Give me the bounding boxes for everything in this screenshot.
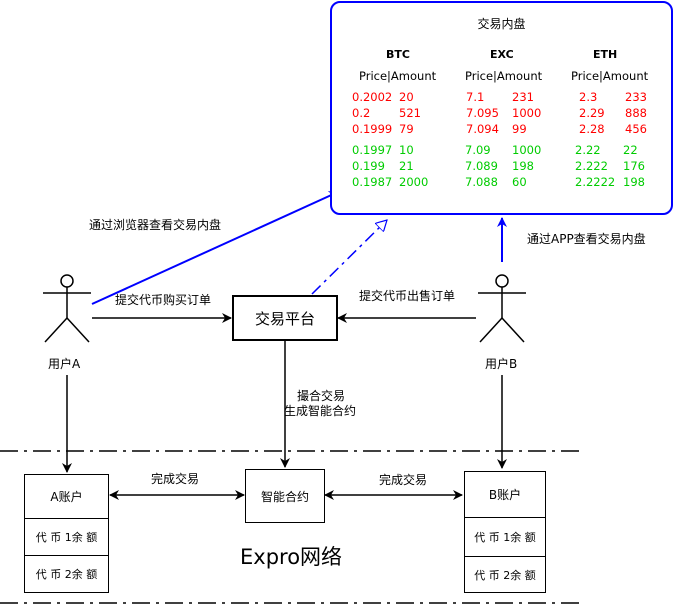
buy-order-label: 提交代币购买订单 — [115, 293, 212, 307]
bid-price: 0.1987 — [352, 175, 393, 189]
account-b-label: B账户 — [488, 488, 522, 502]
bid-price: 2.2222 — [575, 175, 616, 189]
ask-price: 2.29 — [579, 106, 605, 120]
bid-price: 7.088 — [465, 175, 498, 189]
ask-price: 0.1999 — [352, 122, 393, 136]
platform-node: 交易平台 — [232, 295, 338, 341]
platform-label: 交易平台 — [254, 309, 315, 328]
account-a-node: A账户 — [24, 474, 109, 519]
column-header: Price|Amount — [571, 69, 649, 83]
ask-amount: 79 — [399, 122, 414, 136]
ask-price: 7.095 — [466, 106, 499, 120]
complete-right-label: 完成交易 — [379, 473, 428, 487]
ask-amount: 456 — [625, 122, 647, 136]
coin-label: ETH — [593, 48, 618, 61]
ask-amount: 1000 — [512, 106, 542, 120]
account-a-label: A账户 — [50, 490, 83, 504]
token1-balance-label: 代 币 1余 额 — [474, 531, 536, 544]
bid-price: 0.199 — [352, 159, 385, 173]
ask-amount: 233 — [625, 90, 647, 104]
account-a-token2-row: 代 币 2余 额 — [24, 555, 109, 593]
user-a-figure — [43, 274, 91, 343]
token2-balance-label: 代 币 2余 额 — [35, 568, 98, 581]
bid-amount: 10 — [399, 143, 414, 157]
ask-price: 7.1 — [466, 90, 485, 104]
bid-price: 7.089 — [465, 159, 498, 173]
token1-balance-label: 代 币 1余 额 — [35, 531, 98, 544]
bid-amount: 60 — [512, 175, 527, 189]
bid-price: 0.1997 — [352, 143, 393, 157]
orderbook-panel: 交易内盘 BTC Price|Amount 0.2002 20 0.2 521 … — [330, 1, 673, 215]
platform-orderbook-arrow — [311, 220, 387, 295]
browser-view-label: 通过浏览器查看交易内盘 — [89, 218, 222, 232]
ask-amount: 521 — [399, 106, 421, 120]
coin-label: BTC — [386, 48, 410, 61]
bid-amount: 21 — [399, 159, 414, 173]
account-b-token2-row: 代 币 2余 额 — [464, 556, 546, 593]
sell-order-label: 提交代币出售订单 — [359, 289, 456, 303]
ask-amount: 231 — [512, 90, 534, 104]
ask-price: 0.2 — [352, 106, 371, 120]
bid-amount: 22 — [623, 143, 638, 157]
column-header: Price|Amount — [359, 69, 437, 83]
user-b-figure — [478, 274, 526, 343]
account-a-token1-row: 代 币 1余 额 — [24, 518, 109, 556]
bid-price: 2.222 — [575, 159, 608, 173]
ask-amount: 99 — [512, 122, 527, 136]
ask-price: 2.3 — [579, 90, 598, 104]
orderbook-title: 交易内盘 — [477, 17, 526, 31]
bid-amount: 1000 — [512, 143, 542, 157]
bid-amount: 198 — [512, 159, 534, 173]
match-label-line1: 撮合交易 — [297, 389, 346, 403]
ask-price: 7.094 — [466, 122, 499, 136]
ask-price: 2.28 — [579, 122, 605, 136]
account-b-node: B账户 — [464, 471, 546, 518]
complete-left-label: 完成交易 — [151, 472, 200, 486]
account-b-token1-row: 代 币 1余 额 — [464, 517, 546, 557]
bid-amount: 198 — [623, 175, 645, 189]
coin-label: EXC — [490, 48, 514, 61]
match-label-line2: 生成智能合约 — [284, 404, 357, 418]
browser-view-arrow — [91, 191, 339, 305]
user-b-label: 用户B — [485, 357, 518, 371]
network-label: Expro网络 — [240, 545, 343, 569]
smart-contract-label: 智能合约 — [260, 489, 309, 504]
user-a-label: 用户A — [48, 357, 81, 371]
bid-amount: 176 — [623, 159, 645, 173]
bid-price: 7.09 — [465, 143, 491, 157]
bid-amount: 2000 — [399, 175, 429, 189]
token2-balance-label: 代 币 2余 额 — [474, 568, 536, 582]
ask-price: 0.2002 — [352, 90, 393, 104]
ask-amount: 888 — [625, 106, 647, 120]
ask-amount: 20 — [399, 90, 414, 104]
app-view-label: 通过APP查看交易内盘 — [527, 232, 646, 246]
smart-contract-node: 智能合约 — [245, 469, 325, 523]
column-header: Price|Amount — [465, 69, 543, 83]
bid-price: 2.22 — [575, 143, 601, 157]
